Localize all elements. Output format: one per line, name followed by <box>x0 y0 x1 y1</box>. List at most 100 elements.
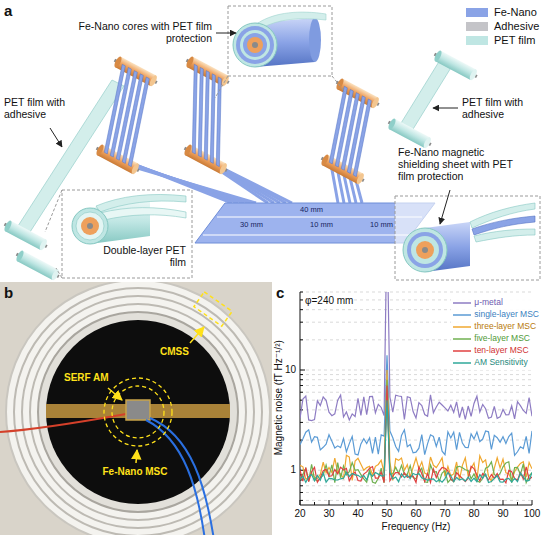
legend-line <box>453 302 471 304</box>
legend-line <box>453 299 471 307</box>
axis-tick <box>532 500 533 505</box>
legend-line <box>453 314 471 316</box>
callout-text: PET film with adhesive <box>462 96 542 120</box>
fe-nano-strip <box>128 77 149 167</box>
grid-line <box>300 392 532 393</box>
sheet-roll <box>411 236 439 264</box>
axis-tick <box>300 500 301 505</box>
legend-text: AM Sensitivity <box>474 358 527 368</box>
dimension-label: 30 mm <box>240 221 263 230</box>
roller <box>386 117 434 150</box>
sheet-roll <box>474 229 535 242</box>
leader-line <box>332 76 345 92</box>
legend-text: single-layer MSC <box>474 310 539 320</box>
tick-label: 30 <box>323 508 334 520</box>
callout-arrow <box>50 128 62 147</box>
legend-text: Fe-Nano <box>494 6 537 19</box>
shield-photo <box>30 304 246 520</box>
axis-tick <box>430 502 431 505</box>
double-pet-roll <box>81 217 99 235</box>
legend-line <box>453 359 471 367</box>
grid-line <box>300 400 532 401</box>
legend-item: ten-layer MSC <box>453 345 539 357</box>
axis-title: Magnetic noise (fT Hz⁻¹/²) <box>273 340 285 455</box>
axis-tick <box>517 502 518 505</box>
grid-line <box>300 385 532 386</box>
callout-arrow <box>433 108 458 109</box>
roller <box>2 219 50 252</box>
part-label: CMSS <box>160 346 189 358</box>
legend-line <box>453 326 471 328</box>
legend-item: three-layer MSC <box>453 321 539 333</box>
pet-film <box>398 60 452 134</box>
fe-nano-core-roll <box>236 26 274 64</box>
shield-photo <box>126 400 150 420</box>
shield-photo <box>136 450 137 463</box>
tick-label: 100 <box>524 508 541 520</box>
callout-text: PET film with adhesive <box>4 96 86 120</box>
legend-text: three-layer MSC <box>474 322 536 332</box>
fe-nano-core-roll <box>233 12 326 67</box>
grid-line <box>300 440 532 441</box>
fe-nano-core-roll <box>243 33 267 57</box>
fe-nano-strip <box>204 71 209 161</box>
tick-label: 90 <box>497 508 508 520</box>
fe-nano-core-roll <box>233 23 277 67</box>
axis-tick <box>300 370 305 371</box>
legend-text: PET film <box>494 34 535 47</box>
shielding-sheet <box>217 217 422 218</box>
axis-tick <box>358 500 359 505</box>
tick-label: 20 <box>294 508 305 520</box>
legend-swatch <box>466 8 488 17</box>
inset-frame <box>395 196 540 280</box>
grid-line <box>300 492 532 493</box>
shield-photo <box>104 378 172 446</box>
tick-label: 80 <box>468 508 479 520</box>
double-pet-roll <box>100 208 186 220</box>
panel-letter: a <box>4 2 12 19</box>
axis-tick <box>401 502 402 505</box>
fe-nano-strip <box>218 166 292 203</box>
axis-tick <box>503 500 504 505</box>
inset-frame <box>62 190 192 278</box>
fe-nano-core-roll <box>252 42 258 48</box>
noise-curve <box>300 386 532 483</box>
shield-photo <box>46 320 230 504</box>
leader-line <box>45 190 62 232</box>
inset-frame <box>228 6 332 76</box>
double-pet-roll <box>72 208 108 244</box>
callout-text: Fe-Nano cores with PET film protection <box>62 20 212 44</box>
legend-item: AM Sensitivity <box>453 357 539 369</box>
legend-item: Fe-Nano <box>466 6 537 19</box>
double-pet-roll <box>76 212 104 240</box>
shield-photo <box>22 296 254 528</box>
legend-line <box>453 362 471 364</box>
grid-line <box>300 422 532 423</box>
fe-nano-strip <box>210 74 215 164</box>
fe-nano-strip <box>353 99 371 177</box>
double-pet-roll <box>87 223 93 229</box>
shield-photo <box>190 327 204 343</box>
tick-label: 70 <box>439 508 450 520</box>
callout-arrow <box>216 33 236 34</box>
callout-text: Fe-Nano magnetic shielding sheet with PE… <box>398 146 522 182</box>
legend-item: PET film <box>466 34 535 47</box>
axis-tick <box>329 500 330 505</box>
shield-photo <box>14 288 262 535</box>
noise-curve <box>300 370 532 481</box>
fe-nano-core-roll <box>240 30 270 60</box>
legend-line <box>453 338 471 340</box>
fe-nano-core-roll <box>247 37 263 53</box>
dimension-label: 10 mm <box>310 221 333 230</box>
shield-photo <box>194 292 232 326</box>
legend-line <box>453 323 471 331</box>
part-label: SERF AM <box>64 372 109 384</box>
noise-curve <box>300 400 532 482</box>
shielding-sheet <box>203 235 409 236</box>
grid-line <box>300 374 532 375</box>
legend-item: μ-metal <box>453 297 539 309</box>
fe-nano-core-roll <box>309 18 321 62</box>
legend-item: single-layer MSC <box>453 309 539 321</box>
